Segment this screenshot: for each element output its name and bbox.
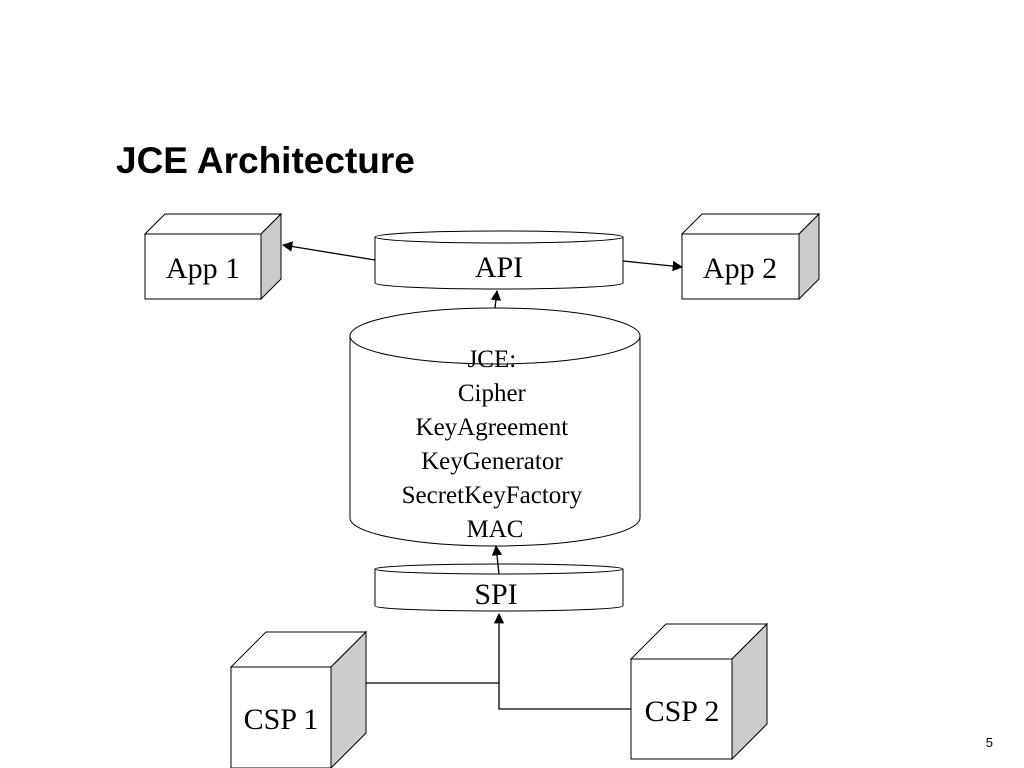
jce-line-secretkeyfactory: SecretKeyFactory: [402, 482, 583, 509]
csp2-label: CSP 2: [645, 695, 720, 728]
arrow-api-to-app2: [622, 260, 684, 272]
jce-cylinder: JCE: Cipher KeyAgreement KeyGenerator Se…: [349, 307, 641, 547]
app1-label: App 1: [166, 252, 240, 285]
api-cylinder: API: [374, 230, 624, 290]
csp2-cube: CSP 2: [629, 622, 769, 761]
page-number: 5: [985, 735, 993, 750]
spi-label: SPI: [474, 578, 517, 611]
arrow-spi-to-jce: [491, 544, 503, 575]
app1-cube: App 1: [143, 212, 283, 301]
app2-cube: App 2: [680, 212, 821, 301]
jce-line-keyagreement: KeyAgreement: [416, 414, 569, 441]
jce-line-cipher: Cipher: [458, 380, 527, 407]
jce-line-heading: JCE:: [468, 346, 517, 373]
csp1-cube: CSP 1: [229, 630, 368, 768]
api-label: API: [475, 251, 523, 284]
arrow-jce-to-api: [490, 289, 502, 309]
jce-line-keygenerator: KeyGenerator: [421, 448, 563, 475]
connector-csp2-to-spi: [493, 612, 631, 710]
slide-title: JCE Architecture: [116, 140, 415, 181]
jce-label: JCE: Cipher KeyAgreement KeyGenerator Se…: [402, 346, 589, 543]
app2-label: App 2: [703, 252, 777, 285]
arrow-api-to-app1: [281, 241, 376, 261]
csp1-label: CSP 1: [244, 703, 319, 736]
jce-line-mac: MAC: [467, 516, 524, 543]
